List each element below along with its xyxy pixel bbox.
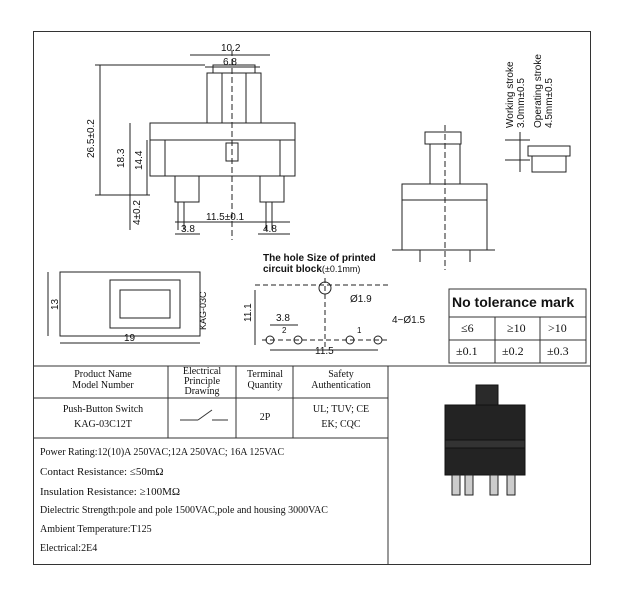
dim-height-body: 18.3 — [116, 148, 127, 168]
tol-range-2: >10 — [548, 321, 567, 335]
hole-large-label: Ø1.9 — [350, 294, 372, 305]
spec-insulation: Insulation Resistance: ≥100MΩ — [40, 486, 181, 498]
pcb-title-2: circuit block(±0.1mm) — [263, 264, 361, 275]
spec-contact: Contact Resistance: ≤50mΩ — [40, 466, 164, 478]
pcb-dim-v: 11.1 — [243, 303, 254, 322]
hole-small-label: 4−Ø1.5 — [392, 315, 426, 326]
side-label: KAG-03C — [198, 291, 208, 330]
tol-range-0: ≤6 — [461, 321, 474, 335]
operating-stroke-label: Operating stroke 4.5mm±0.5 — [533, 54, 555, 128]
spec-electrical: Electrical:2E4 — [40, 543, 98, 554]
tol-val-2: ±0.3 — [547, 344, 569, 358]
spec-dielectric: Dielectric Strength:pole and pole 1500VA… — [40, 505, 328, 516]
pcb-dim-115: 11.5 — [315, 346, 334, 357]
header-product: Product Name Model Number — [72, 369, 134, 391]
working-stroke-label: Working stroke 3.0mm±0.5 — [505, 61, 527, 128]
tol-val-0: ±0.1 — [456, 344, 478, 358]
body-outline — [149, 122, 296, 177]
dim-footprint-h: 13 — [50, 298, 61, 310]
drawing-sheet — [33, 31, 591, 565]
cap-outline — [206, 72, 262, 124]
dim-pin-height: 4±0.2 — [132, 200, 143, 225]
dim-height-total: 26.5±0.2 — [86, 119, 97, 158]
header-safety: Safety Authentication — [311, 369, 371, 391]
spec-power: Power Rating:12(10)A 250VAC;12A 250VAC; … — [40, 447, 285, 458]
pcb-title: The hole Size of printed — [263, 253, 376, 264]
pin-2-label: 2 — [282, 326, 287, 335]
terminal-quantity: 2P — [259, 412, 271, 423]
tolerance-title: No tolerance mark — [452, 294, 575, 310]
dim-pin-right: 4.8 — [263, 224, 277, 235]
tol-val-1: ±0.2 — [502, 344, 524, 358]
dim-pin-left: 3.8 — [181, 224, 195, 235]
dim-footprint-w: 19 — [124, 333, 136, 344]
dim-width-cap: 6.8 — [223, 57, 237, 68]
dim-height-mid: 14.4 — [134, 150, 145, 170]
dim-pin-span: 11.5±0.1 — [206, 212, 245, 223]
model-number: KAG-03C12T — [74, 419, 132, 430]
spec-temperature: Ambient Temperature:T125 — [40, 524, 152, 535]
header-terminal: Terminal Quantity — [247, 369, 283, 391]
tol-range-1: ≥10 — [507, 321, 526, 335]
header-electrical: Electrical Principle Drawing — [182, 366, 222, 397]
cert-line-1: UL; TUV; CE — [312, 404, 370, 415]
pin-1-label: 1 — [357, 326, 362, 335]
cert-line-2: EK; CQC — [321, 419, 361, 430]
pcb-dim-38: 3.8 — [276, 313, 290, 324]
dim-width-top: 10.2 — [221, 43, 241, 54]
product-name: Push-Button Switch — [62, 404, 144, 415]
